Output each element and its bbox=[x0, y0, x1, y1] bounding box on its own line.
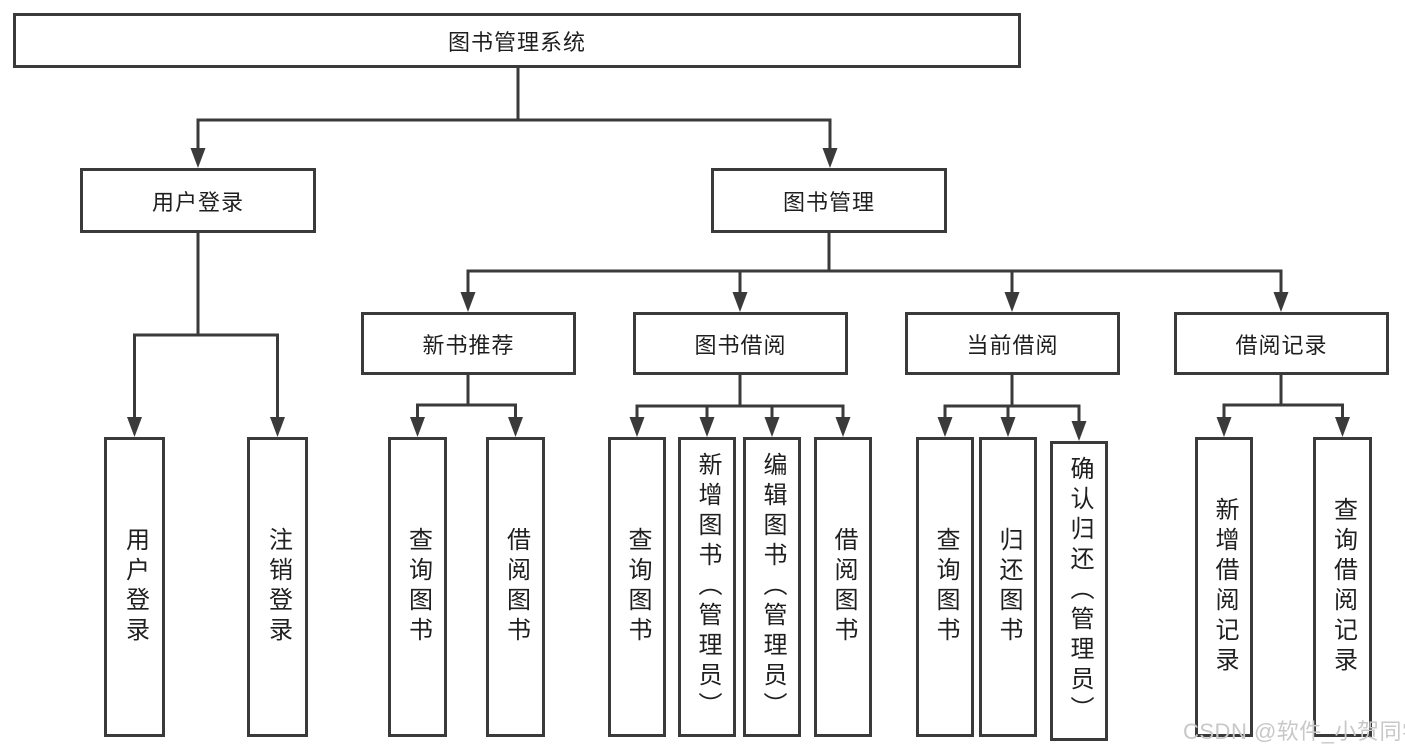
leaf-label: 确认归还（管理员） bbox=[1066, 456, 1093, 726]
leaf-label: 归还图书 bbox=[995, 527, 1022, 647]
leaf-query-books-1: 查询图书 bbox=[388, 437, 447, 737]
arrowhead bbox=[835, 417, 851, 437]
node-label: 用户登录 bbox=[151, 189, 244, 215]
arrowhead bbox=[732, 292, 748, 312]
leaf-logout: 注销登录 bbox=[247, 437, 308, 737]
leaf-return-books: 归还图书 bbox=[979, 437, 1037, 737]
leaf-label: 新增图书（管理员） bbox=[694, 452, 721, 722]
arrowhead bbox=[127, 417, 142, 437]
arrowhead bbox=[699, 417, 715, 437]
node-label: 图书借阅 bbox=[694, 332, 787, 358]
arrowhead bbox=[822, 148, 838, 168]
node-library-management-system: 图书管理系统 bbox=[13, 13, 1021, 68]
arrowhead bbox=[1335, 417, 1350, 437]
leaf-add-books-admin: 新增图书（管理员） bbox=[678, 437, 736, 737]
leaf-label: 借阅图书 bbox=[502, 527, 530, 647]
leaf-label: 查询图书 bbox=[624, 527, 651, 647]
leaf-add-borrow-record: 新增借阅记录 bbox=[1195, 437, 1253, 737]
leaf-borrow-books-1: 借阅图书 bbox=[486, 437, 545, 737]
leaf-label: 查询图书 bbox=[404, 527, 432, 647]
node-label: 图书管理系统 bbox=[447, 29, 586, 55]
node-new-book-recommend: 新书推荐 bbox=[361, 312, 576, 375]
arrowhead bbox=[1216, 417, 1232, 437]
arrowhead bbox=[508, 417, 523, 437]
node-book-borrowing: 图书借阅 bbox=[633, 312, 848, 375]
leaf-label: 编辑图书（管理员） bbox=[759, 452, 786, 722]
leaf-query-borrow-record: 查询借阅记录 bbox=[1313, 437, 1372, 737]
leaf-query-books-3: 查询图书 bbox=[916, 437, 974, 737]
leaf-edit-books-admin: 编辑图书（管理员） bbox=[743, 437, 801, 737]
arrowhead bbox=[270, 417, 285, 437]
node-current-borrowing: 当前借阅 bbox=[905, 312, 1120, 375]
leaf-confirm-return-admin: 确认归还（管理员） bbox=[1050, 441, 1108, 741]
arrowhead bbox=[764, 417, 780, 437]
connector-paths bbox=[133, 68, 1344, 426]
node-user-login: 用户登录 bbox=[80, 168, 316, 233]
node-borrowing-records: 借阅记录 bbox=[1174, 312, 1389, 375]
arrowhead bbox=[629, 417, 645, 437]
node-label: 新书推荐 bbox=[422, 332, 515, 358]
arrowhead bbox=[1000, 417, 1016, 437]
node-label: 借阅记录 bbox=[1235, 332, 1328, 358]
arrowheads bbox=[127, 148, 1350, 441]
arrowhead bbox=[937, 417, 953, 437]
leaf-borrow-books-2: 借阅图书 bbox=[814, 437, 872, 737]
arrowhead bbox=[1004, 292, 1020, 312]
arrowhead bbox=[460, 292, 476, 312]
arrowhead bbox=[1071, 421, 1087, 441]
node-label: 图书管理 bbox=[782, 189, 875, 215]
leaf-label: 注销登录 bbox=[264, 527, 292, 647]
leaf-user-login: 用户登录 bbox=[104, 437, 165, 737]
arrowhead bbox=[190, 148, 206, 168]
node-label: 当前借阅 bbox=[966, 332, 1059, 358]
leaf-label: 用户登录 bbox=[121, 527, 149, 647]
watermark-csdn: CSDN @软件_小贺同学 bbox=[1183, 719, 1405, 744]
leaf-query-books-2: 查询图书 bbox=[608, 437, 666, 737]
node-book-management: 图书管理 bbox=[711, 168, 947, 233]
leaf-label: 新增借阅记录 bbox=[1211, 497, 1238, 677]
leaf-label: 查询借阅记录 bbox=[1329, 497, 1357, 677]
leaf-label: 查询图书 bbox=[932, 527, 959, 647]
leaf-label: 借阅图书 bbox=[830, 527, 857, 647]
arrowhead bbox=[410, 417, 425, 437]
arrowhead bbox=[1273, 292, 1289, 312]
